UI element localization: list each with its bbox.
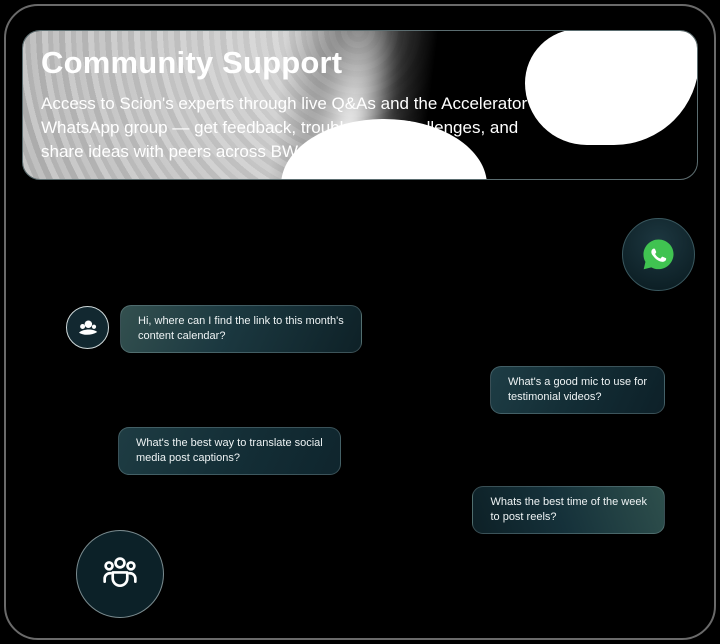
description-line: Access to Scion's experts through live Q… — [41, 94, 528, 113]
chat-message-line: to post reels? — [490, 511, 557, 523]
community-people-icon — [103, 557, 137, 587]
chat-message-line: testimonial videos? — [507, 391, 602, 403]
chat-message-line: Hi, where can I find the link to this mo… — [138, 315, 344, 327]
chat-bubble: What's a good mic to use for testimonial… — [489, 366, 665, 414]
chat-message-line: What's a good mic to use for — [507, 376, 647, 388]
chat-message-line: Whats the best time of the week — [490, 496, 647, 508]
chat-bubble: Hi, where can I find the link to this mo… — [120, 305, 362, 353]
chat-message-line: content calendar? — [138, 330, 226, 342]
chat-message-line: media post captions? — [136, 452, 240, 464]
page-description: Access to Scion's experts through live Q… — [41, 92, 527, 164]
header-content: Community Support Access to Scion's expe… — [41, 45, 527, 164]
group-avatar — [66, 306, 109, 349]
description-line: WhatsApp group — get feedback, troublesh… — [41, 118, 519, 137]
whatsapp-icon — [643, 239, 674, 270]
whatsapp-button[interactable] — [622, 218, 695, 291]
chat-bubble: What's the best way to translate social … — [118, 427, 341, 475]
chat-bubble: Whats the best time of the week to post … — [472, 486, 665, 534]
chat-message-line: What's the best way to translate social — [136, 437, 323, 449]
community-button[interactable] — [76, 530, 164, 618]
people-group-icon — [78, 320, 97, 335]
description-line: share ideas with peers across BW. — [41, 142, 302, 161]
header-card: Community Support Access to Scion's expe… — [22, 30, 698, 180]
page-title: Community Support — [41, 45, 343, 80]
